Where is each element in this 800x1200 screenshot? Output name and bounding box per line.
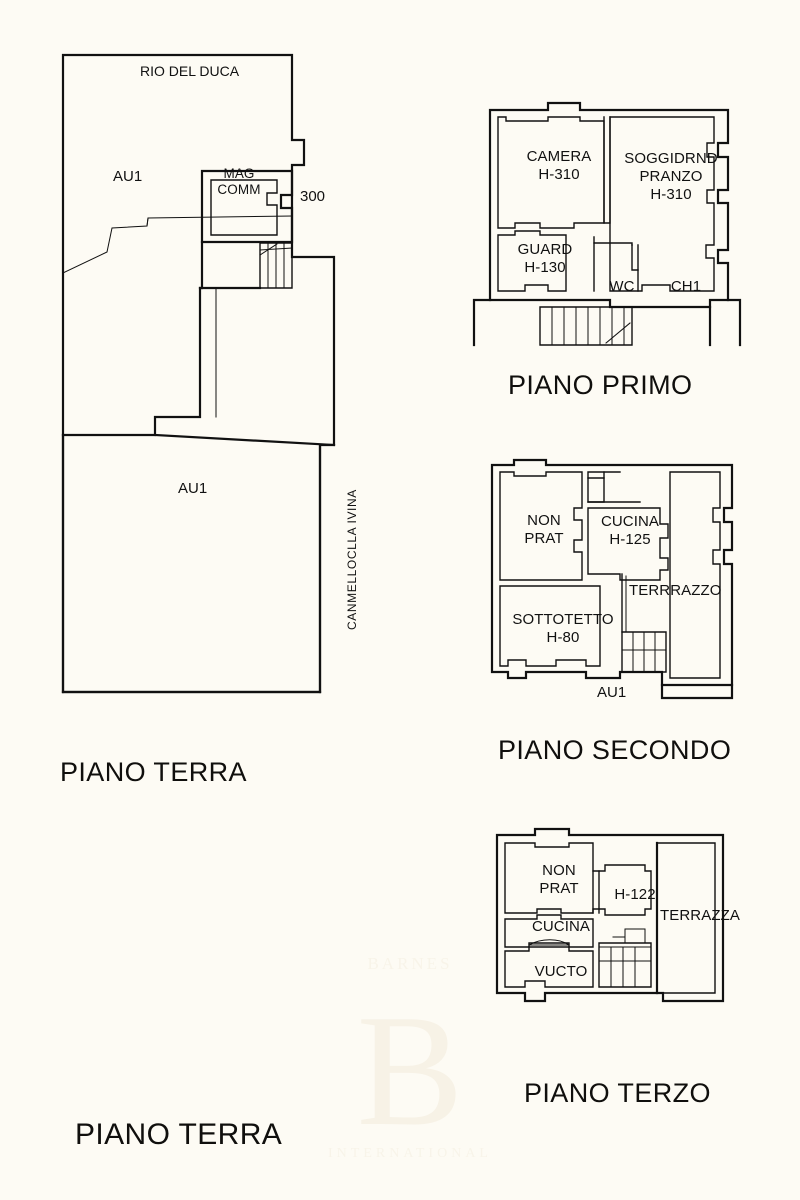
second-floor-room-nonprat-name2: PRAT [524, 530, 564, 547]
watermark-monogram: B [356, 981, 464, 1159]
second-floor-room-attic-height: H-80 [546, 629, 580, 646]
ground-floor-unit-label-lower: AU1 [178, 480, 208, 497]
first-floor-room-wc: WC [609, 278, 635, 295]
first-floor-room-ch1: CH1 [670, 278, 702, 295]
second-floor-room-terrace: TERRRAZZO [629, 582, 722, 599]
third-floor-plan-drawing [495, 827, 725, 1003]
third-floor-room-vucto: VUCTO [534, 963, 588, 980]
ground-floor-civic-number: 300 [300, 188, 326, 205]
first-floor-plan-drawing [472, 101, 742, 347]
watermark-bottom-text: INTERNATIONAL [328, 1146, 492, 1161]
third-floor-room-cucina: CUCINA [531, 918, 591, 935]
ground-floor-title: PIANO TERRA [60, 757, 247, 787]
second-floor-room-nonprat: NON PRAT [514, 512, 574, 548]
second-floor-title: PIANO SECONDO [498, 735, 732, 765]
ground-floor-storage-line2: COMM [217, 182, 261, 197]
first-floor-room-living: SOGGIDRND PRANZO H-310 [612, 150, 730, 204]
third-floor-room-nonprat-name2: PRAT [539, 880, 579, 897]
second-floor-room-attic: SOTTOTETTO H-80 [508, 611, 618, 647]
ground-floor-storage-line1: MAG [223, 166, 255, 181]
second-floor-room-attic-name: SOTTOTETTO [512, 611, 614, 628]
second-floor-room-cucina-name: CUCINA [600, 513, 660, 530]
ground-floor-stair [259, 242, 293, 289]
third-floor-room-terrace: TERRAZZA [660, 907, 740, 924]
first-floor-room-guard-height: H-130 [524, 259, 566, 276]
ground-floor-waterway-label: RIO DEL DUCA [140, 63, 240, 79]
first-floor-title: PIANO PRIMO [508, 370, 693, 400]
first-floor-room-camera-height: H-310 [538, 166, 580, 183]
first-floor-stair [539, 306, 633, 346]
first-floor-room-living-height: H-310 [650, 186, 692, 203]
second-floor-unit-label: AU1 [597, 684, 627, 701]
third-floor-room-height-label: H-122 [614, 886, 656, 903]
first-floor-room-living-name: SOGGIDRND [624, 150, 718, 167]
ground-floor-storage-label: MAG COMM [209, 166, 269, 198]
first-floor-room-guard: GUARD H-130 [504, 241, 586, 277]
third-floor-room-nonprat-name: NON [542, 862, 576, 879]
first-floor-room-living-name2: PRANZO [639, 168, 703, 185]
ground-floor-plan-drawing [61, 53, 336, 694]
third-floor-room-nonprat: NON PRAT [528, 862, 590, 898]
second-floor-room-nonprat-name: NON [527, 512, 561, 529]
second-floor-room-cucina-height: H-125 [609, 531, 651, 548]
ground-floor-street-label: CANMELLOCLLA IVINA [345, 489, 359, 630]
third-floor-title: PIANO TERZO [524, 1078, 711, 1108]
second-floor-plan-drawing [490, 458, 734, 700]
first-floor-room-guard-name: GUARD [517, 241, 573, 258]
ground-floor-unit-label-upper: AU1 [113, 168, 143, 185]
bottom-caption: PIANO TERRA [75, 1118, 283, 1151]
first-floor-room-camera-name: CAMERA [526, 148, 592, 165]
third-floor-stair [598, 928, 652, 988]
second-floor-room-cucina: CUCINA H-125 [588, 513, 672, 549]
second-floor-stair [621, 631, 667, 673]
first-floor-room-camera: CAMERA H-310 [512, 148, 606, 184]
